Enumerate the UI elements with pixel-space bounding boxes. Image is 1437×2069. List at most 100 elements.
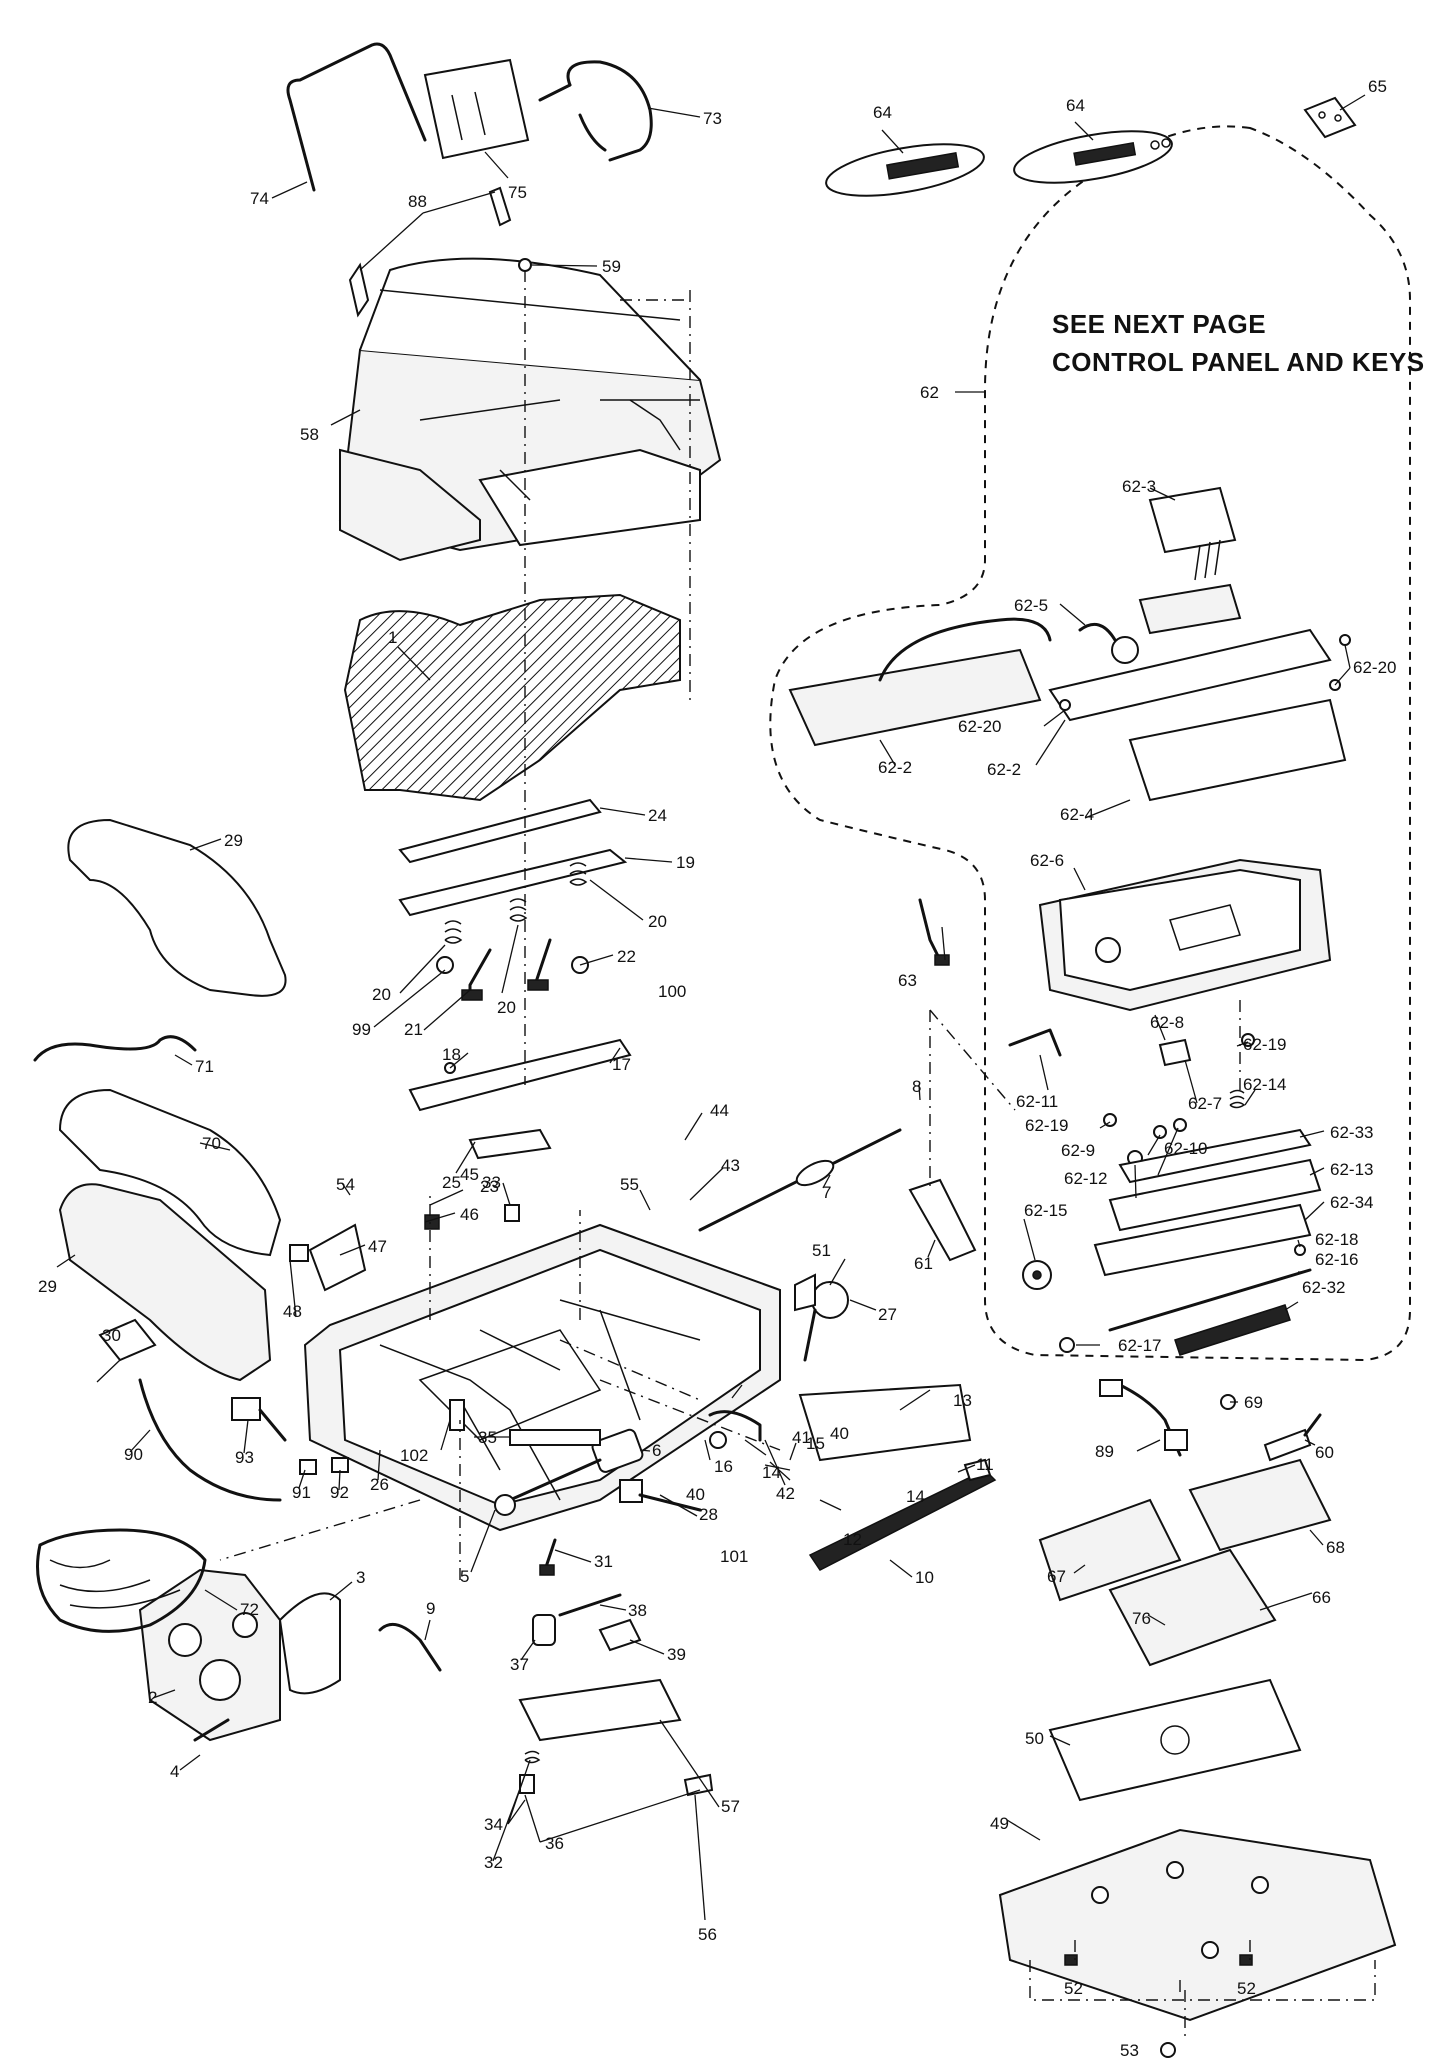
callout-65: 65 (1368, 77, 1387, 96)
motor-6 (591, 1428, 644, 1473)
callout-73: 73 (703, 109, 722, 128)
callout-16: 16 (714, 1457, 733, 1476)
callout-100: 100 (658, 982, 686, 1001)
screw-59 (518, 258, 532, 272)
callout-27: 27 (878, 1305, 897, 1324)
guide-rail-10 (808, 1469, 997, 1571)
pcb-62-2-right (1048, 628, 1332, 722)
base-plate-49 (998, 1828, 1397, 2022)
callout-62-16: 62-16 (1315, 1250, 1358, 1269)
adapter-93 (231, 1397, 287, 1442)
callout-88: 88 (408, 192, 427, 211)
cable-9 (378, 1622, 442, 1672)
sheet-50 (1048, 1678, 1302, 1802)
spring-34 (524, 1750, 541, 1764)
callout-60: 60 (1315, 1443, 1334, 1462)
springs-20 (444, 862, 588, 944)
cord-71 (33, 1035, 197, 1062)
sheet-62-4 (1128, 698, 1347, 802)
assembly-lines (219, 270, 1376, 2040)
callout-66: 66 (1312, 1588, 1331, 1607)
callout-71: 71 (195, 1057, 214, 1076)
block-48 (289, 1244, 309, 1262)
base-29-lower (58, 1183, 272, 1382)
battery-62-5 (1078, 622, 1139, 664)
callout-62-9: 62-9 (1061, 1141, 1095, 1160)
note-line-2: CONTROL PANEL AND KEYS (1052, 347, 1425, 377)
lever-88-left (348, 262, 370, 318)
callout-62-34: 62-34 (1330, 1193, 1373, 1212)
gear-unit-2 (138, 1568, 281, 1742)
callout-19: 19 (676, 853, 695, 872)
callout-76: 76 (1132, 1609, 1151, 1628)
callout-13: 13 (953, 1391, 972, 1410)
callout-42: 42 (776, 1484, 795, 1503)
motor-3 (278, 1592, 341, 1695)
part-62-33 (1118, 1128, 1312, 1184)
main-chassis-26 (303, 1223, 781, 1532)
callout-62-20-left: 62-20 (958, 717, 1001, 736)
callout-45: 45 (460, 1165, 479, 1184)
callout-58: 58 (300, 425, 319, 444)
callout-75: 75 (508, 183, 527, 202)
guide-24 (398, 798, 602, 864)
callout-99: 99 (352, 1020, 371, 1039)
cable-62-3 (1138, 486, 1242, 635)
top-cover-58 (338, 257, 722, 562)
part-60 (1263, 1413, 1322, 1462)
callout-20-mid: 20 (497, 998, 516, 1017)
board-66-76 (1108, 1548, 1277, 1667)
display-panel-64-left (825, 143, 985, 197)
part-62-34 (1093, 1203, 1312, 1277)
callout-62-11: 62-11 (1016, 1092, 1058, 1111)
part-11 (963, 1458, 992, 1482)
part-56 (683, 1773, 714, 1797)
callout-8: 8 (912, 1077, 921, 1096)
callout-36: 36 (545, 1834, 564, 1853)
callout-62-4: 62-4 (1060, 805, 1094, 824)
callout-62-19-right: 62-19 (1243, 1035, 1286, 1054)
callout-32: 32 (484, 1853, 503, 1872)
callout-11: 11 (976, 1455, 994, 1474)
screw-4 (193, 1718, 230, 1742)
callout-62-15: 62-15 (1024, 1201, 1067, 1220)
callout-46: 46 (460, 1205, 479, 1224)
callout-30: 30 (102, 1326, 121, 1345)
strip-62-32 (1174, 1304, 1291, 1356)
callout-52-right: 52 (1237, 1979, 1256, 1998)
leader-lines (56, 94, 1366, 1921)
callout-61: 61 (914, 1254, 933, 1273)
sensor-22 (527, 938, 552, 991)
callout-62-2-left: 62-2 (878, 758, 912, 777)
callout-68: 68 (1326, 1538, 1345, 1557)
callout-14-left: 14 (762, 1463, 781, 1482)
callout-37: 37 (510, 1655, 529, 1674)
callout-90: 90 (124, 1445, 143, 1464)
part-1-hatched-film (343, 593, 681, 802)
callout-91: 91 (292, 1483, 311, 1502)
callout-67: 67 (1047, 1567, 1066, 1586)
callout-40-lower: 40 (686, 1485, 705, 1504)
power-cord-89 (1099, 1379, 1188, 1457)
part-62-8-62-7 (1158, 1038, 1192, 1067)
board-68 (1188, 1458, 1332, 1552)
callout-47: 47 (368, 1237, 387, 1256)
gear-62-15 (1022, 1260, 1052, 1290)
callout-29-upper: 29 (224, 831, 243, 850)
callout-62-17: 62-17 (1118, 1336, 1161, 1355)
bracket-47 (308, 1223, 367, 1292)
callout-10: 10 (915, 1568, 934, 1587)
callout-5: 5 (460, 1567, 469, 1586)
callout-62-10: 62-10 (1164, 1139, 1207, 1158)
callout-21: 21 (404, 1020, 423, 1039)
handset-70 (58, 1088, 282, 1257)
part-30 (98, 1318, 157, 1362)
callout-48: 48 (283, 1302, 302, 1321)
callout-39: 39 (667, 1645, 686, 1664)
coil-cord-72 (36, 1528, 207, 1633)
callout-62-20-right: 62-20 (1353, 658, 1396, 677)
callout-55: 55 (620, 1175, 639, 1194)
callout-54: 54 (336, 1175, 355, 1194)
callout-31: 31 (594, 1552, 613, 1571)
callout-52-left: 52 (1064, 1979, 1083, 1998)
